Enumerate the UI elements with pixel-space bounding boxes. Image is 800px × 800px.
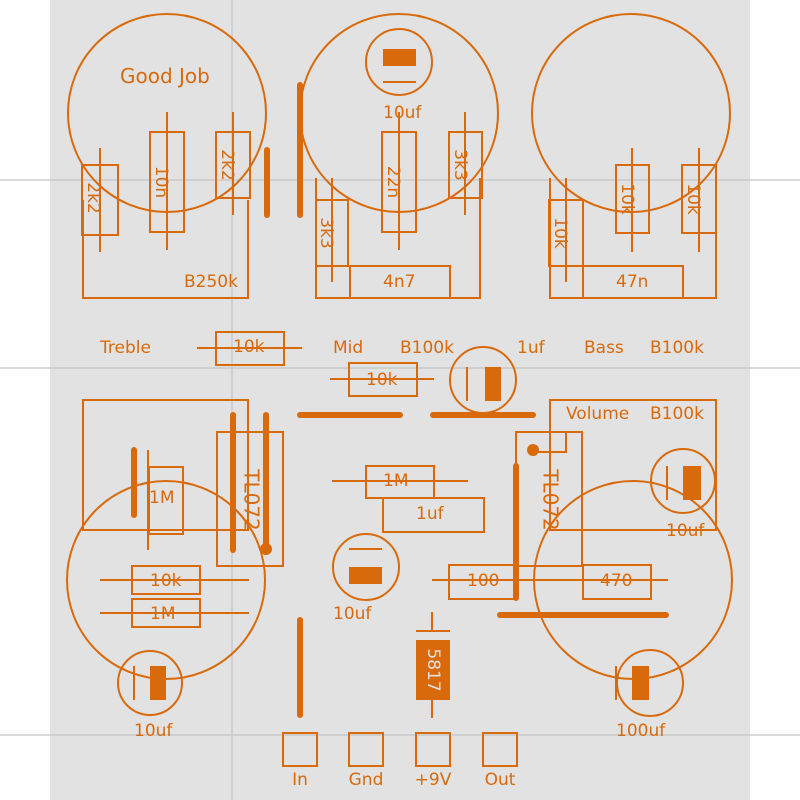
treble-pot-outline (82, 200, 249, 299)
pad-out-label: Out (485, 770, 516, 790)
capacitor-10n (149, 131, 185, 233)
mid-label: Mid (333, 338, 363, 358)
resistor-1m-left-label: 1M (149, 488, 174, 508)
resistor-10k-treble (215, 331, 285, 366)
ic-left-pot-outline (82, 399, 249, 531)
resistor-3k3-right (448, 131, 483, 199)
resistor-10k-low-label: 10k (150, 571, 182, 591)
diode-5817-label: 5817 (423, 648, 443, 691)
resistor-10k-mid (348, 362, 418, 397)
resistor-10k-bass-b (615, 164, 650, 234)
capacitor-10uf-top-label: 10uf (383, 103, 422, 123)
resistor-1m-left (148, 466, 184, 535)
pad-gnd-label: Gnd (349, 770, 384, 790)
resistor-10k-bass-a (548, 199, 584, 267)
solid-fills (150, 49, 701, 700)
wire-links (131, 82, 669, 718)
capacitor-10uf-center (332, 533, 400, 601)
resistor-10k-mid-label: 10k (366, 370, 398, 390)
capacitor-10n-label: 10n (151, 166, 171, 198)
pad-in-label: In (292, 770, 308, 790)
ic-right-pin1-dot (527, 444, 539, 456)
pad-9v (415, 732, 451, 767)
diode-5817 (416, 630, 450, 700)
capacitor-22n-label: 22n (383, 166, 403, 198)
mid-pot-value: B100k (400, 338, 454, 358)
treble-pot-value: B250k (184, 272, 238, 292)
volume-label: Volume (566, 404, 629, 424)
bass-label: Bass (584, 338, 624, 358)
resistor-1m-low (131, 598, 201, 628)
capacitor-1uf-top-label: 1uf (517, 338, 546, 358)
ic-right-notch (532, 432, 567, 453)
resistor-470 (582, 564, 652, 600)
capacitor-47n (582, 265, 684, 299)
pad-gnd (348, 732, 384, 767)
bass-pot-value: B100k (650, 338, 704, 358)
capacitor-10uf-right (650, 448, 716, 514)
pad-in (282, 732, 318, 767)
resistor-10k-treble-label: 10k (233, 337, 265, 357)
resistor-2k2-left (81, 164, 119, 236)
capacitor-1uf-center-label: 1uf (416, 504, 445, 524)
capacitor-10uf-top (365, 28, 433, 96)
capacitor-10uf-left-label: 10uf (134, 721, 173, 741)
pad-out (482, 732, 518, 767)
resistor-3k3-left (315, 199, 349, 267)
capacitor-100uf-label: 100uf (616, 721, 666, 741)
capacitor-10uf-right-band (683, 466, 701, 500)
resistor-10k-bass-a-label: 10k (550, 217, 570, 249)
capacitor-10uf-left-band (150, 666, 166, 700)
resistor-10k-bass-c-label: 10k (683, 183, 703, 215)
ic-tl072-right-label: TL072 (539, 468, 563, 531)
capacitor-10uf-left (117, 650, 183, 716)
diode-stripe (414, 632, 452, 640)
resistor-1m-low-label: 1M (150, 604, 175, 624)
capacitor-10uf-top-band (383, 49, 416, 66)
resistor-2k2-right-label: 2k2 (217, 149, 237, 180)
resistor-2k2-right (215, 131, 251, 199)
capacitor-100uf-band (632, 666, 649, 700)
resistor-100-label: 100 (467, 571, 499, 591)
capacitor-4n7 (349, 265, 451, 299)
resistor-2k2-left-label: 2k2 (83, 182, 103, 213)
resistor-3k3-left-label: 3k3 (316, 217, 336, 248)
volume-pot-value: B100k (650, 404, 704, 424)
capacitor-10uf-center-band (349, 567, 382, 584)
resistor-10k-bass-b-label: 10k (617, 183, 637, 215)
resistor-3k3-right-label: 3k3 (450, 149, 470, 180)
capacitor-10uf-right-label: 10uf (666, 521, 705, 541)
resistor-10k-bass-c (681, 164, 717, 234)
capacitor-polarity-bars (133, 81, 668, 700)
resistor-470-label: 470 (600, 571, 632, 591)
ic-tl072-left-label: TL072 (240, 468, 264, 531)
resistor-1m-center-label: 1M (383, 471, 408, 491)
board-title: Good Job (120, 64, 210, 88)
capacitor-4n7-label: 4n7 (383, 272, 415, 292)
capacitor-22n (381, 131, 417, 233)
ic-tl072-left (216, 431, 284, 567)
capacitor-47n-label: 47n (616, 272, 648, 292)
capacitor-10uf-center-label: 10uf (333, 604, 372, 624)
volume-pot-outline (549, 399, 717, 531)
capacitor-1uf-top-band (485, 367, 501, 401)
treble-label: Treble (99, 338, 151, 358)
pad-9v-label: +9V (415, 770, 452, 790)
capacitor-1uf-center (382, 497, 485, 533)
ic-left-pin1-dot (260, 543, 272, 555)
resistor-10k-low (131, 565, 201, 595)
